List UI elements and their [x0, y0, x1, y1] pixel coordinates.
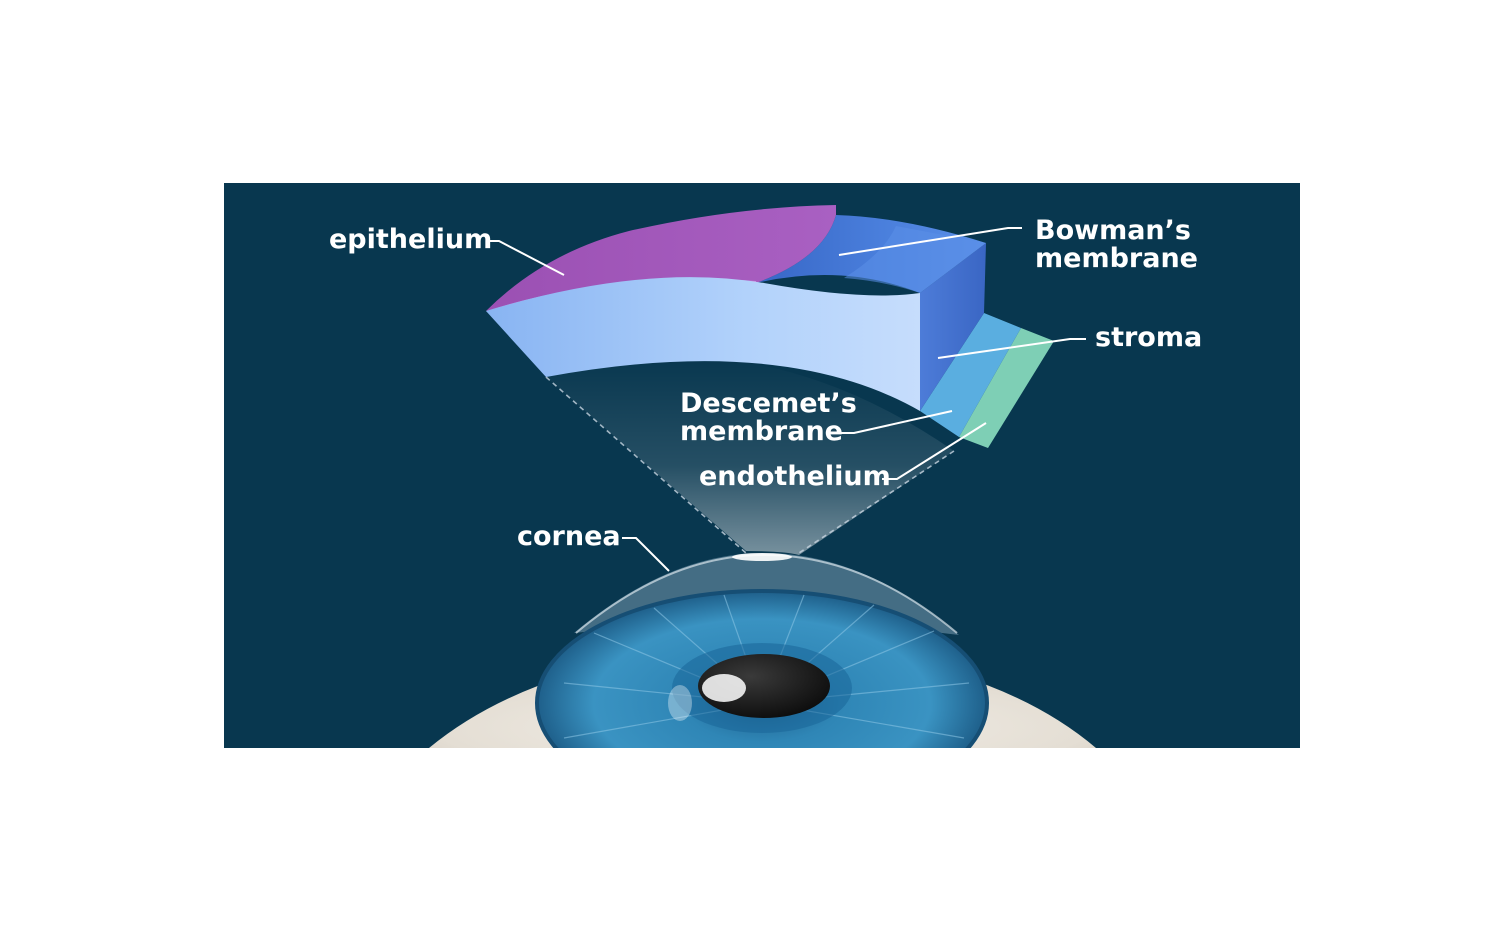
pupil	[698, 654, 830, 718]
eye-illustration	[429, 553, 1096, 748]
epithelium-label: epithelium	[329, 224, 492, 255]
descemets-membrane-layer	[920, 313, 1021, 437]
cornea-layer-block	[486, 205, 1054, 448]
stroma-leader	[937, 338, 1086, 359]
endothelium-leader	[882, 422, 987, 480]
endothelium-layer	[959, 328, 1054, 448]
cornea-leader	[622, 537, 670, 572]
stroma-label: stroma	[1095, 322, 1202, 353]
endothelium-label: endothelium	[699, 461, 891, 492]
descemets-membrane-label-line1: Descemet’s	[680, 388, 857, 419]
epithelium-leader	[487, 240, 565, 276]
stroma-side-face	[920, 243, 986, 411]
descemets-membrane-label-line2: membrane	[680, 416, 843, 447]
bowmans-membrane-label-line2: membrane	[1035, 243, 1198, 274]
descemets-leader	[839, 410, 953, 434]
cornea-layers-diagram: epithelium Bowman’s membrane stroma Desc…	[224, 183, 1300, 748]
cornea-label: cornea	[517, 521, 621, 552]
epithelium-layer	[486, 205, 836, 311]
stroma-layer	[486, 277, 920, 411]
leader-lines	[487, 227, 1086, 572]
bowmans-leader	[838, 227, 1022, 256]
bowmans-membrane-label-line1: Bowman’s	[1035, 215, 1191, 246]
magnification-beam	[545, 356, 955, 555]
diagram-canvas: epithelium Bowman’s membrane stroma Desc…	[224, 183, 1300, 748]
